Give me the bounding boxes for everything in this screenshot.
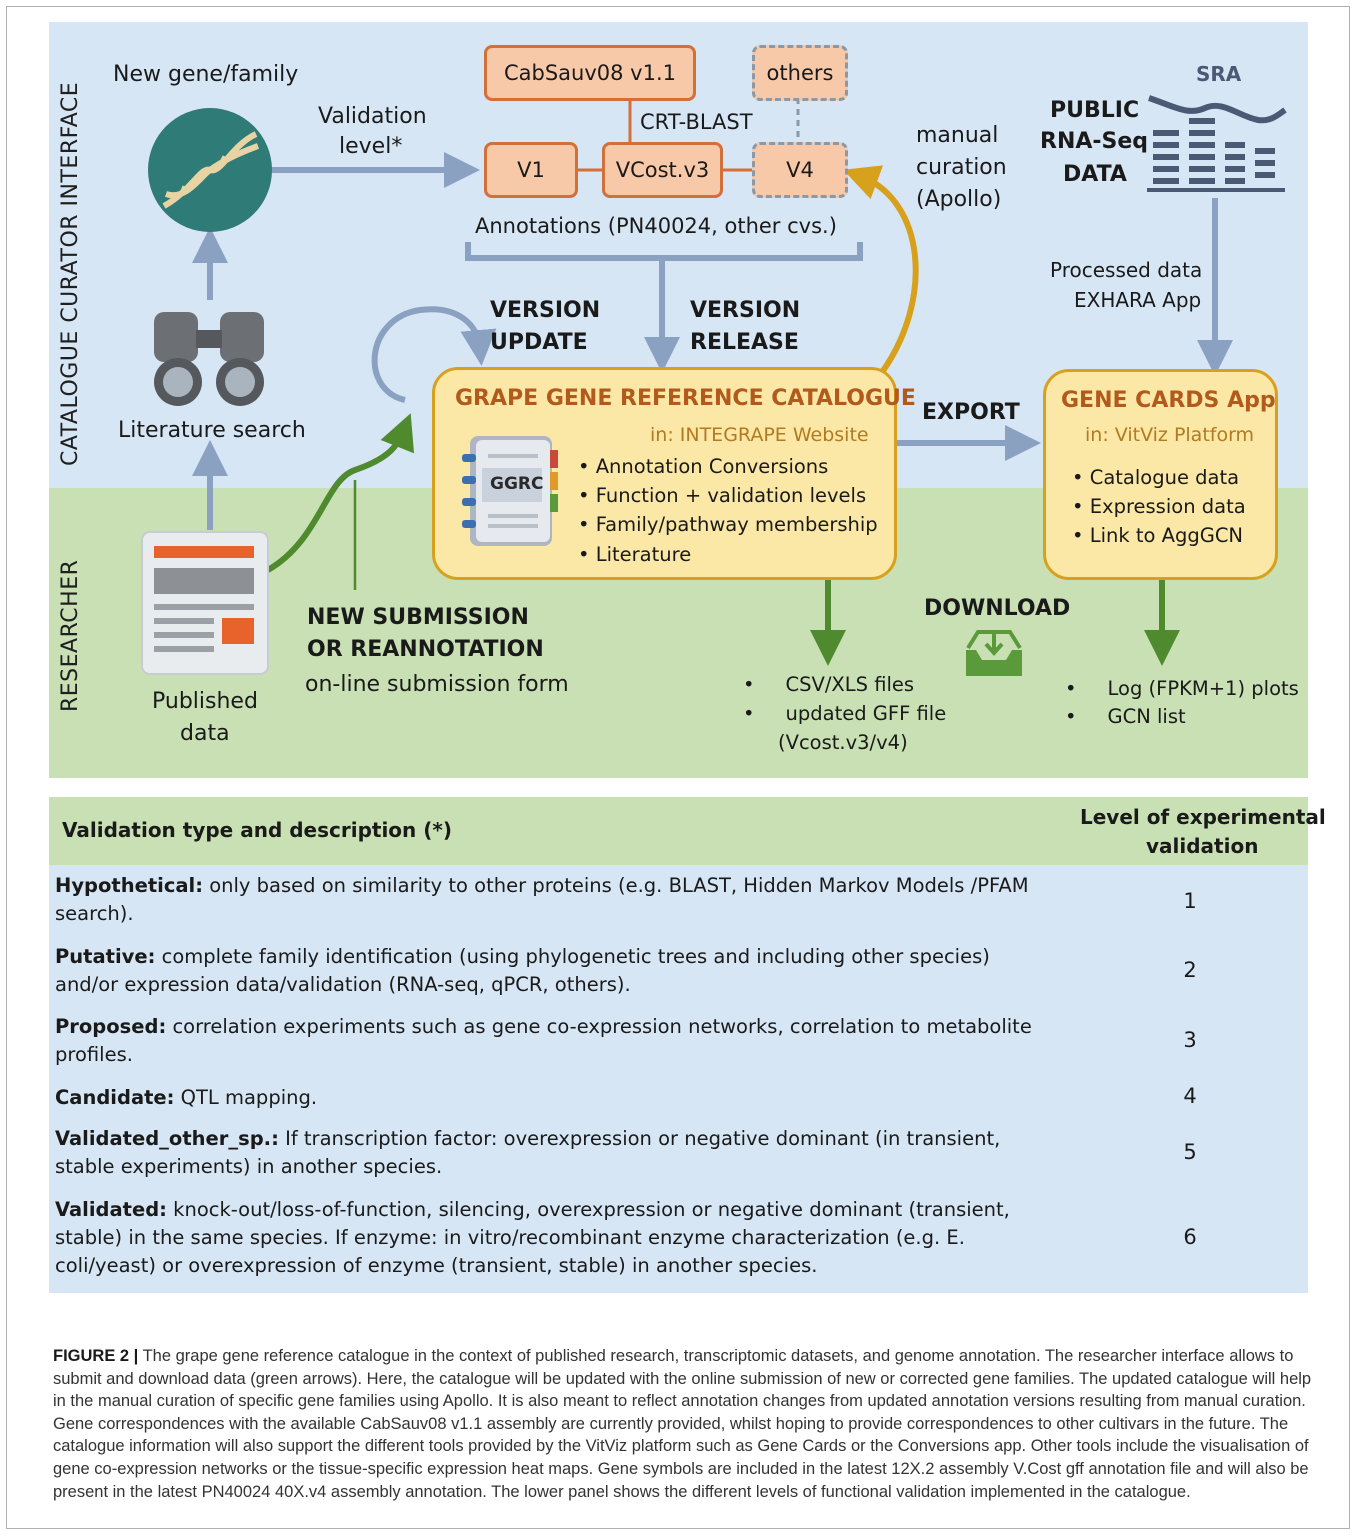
- file-bullet-2: • updated GFF file: [743, 702, 947, 725]
- figure-caption: FIGURE 2 | The grape gene reference cata…: [53, 1347, 1312, 1501]
- file-bullet-3: (Vcost.v3/v4): [778, 731, 908, 754]
- processed-label-1: Processed data: [1050, 258, 1203, 282]
- annotations-label: Annotations (PN40024, other cvs.): [475, 214, 837, 238]
- ggrc-icon-label: GGRC: [490, 474, 544, 494]
- dna-icon: [148, 108, 272, 232]
- validation-level-label-2: level*: [339, 134, 403, 159]
- table-row: Candidate: QTL mapping.: [55, 1086, 318, 1109]
- public-label-3: DATA: [1063, 162, 1127, 187]
- table-row-level: 5: [1183, 1140, 1197, 1164]
- table-row-level: 2: [1183, 958, 1197, 982]
- gene-cards-box: [1043, 369, 1278, 580]
- version-release-label-1: VERSION: [690, 298, 801, 323]
- version-release-label-2: RELEASE: [690, 330, 799, 355]
- arrow-version-update: [371, 306, 497, 403]
- v4-box: V4: [752, 142, 848, 198]
- table-row: Hypothetical: only based on similarity t…: [55, 874, 1029, 925]
- arrow-manual-curation: [843, 165, 919, 377]
- validation-table-body: [49, 865, 1308, 1293]
- sequencing-icon: [1147, 95, 1287, 192]
- version-update-label-2: UPDATE: [490, 330, 588, 355]
- new-gene-label: New gene/family: [113, 62, 299, 87]
- download-label: DOWNLOAD: [924, 596, 1071, 621]
- ggrc-bullet-1: • Annotation Conversions: [578, 455, 829, 478]
- published-label-2: data: [180, 721, 230, 746]
- download-tray-icon: [966, 630, 1022, 676]
- cards-bullet-3: • Link to AggGCN: [1072, 524, 1244, 547]
- binoculars-icon: [154, 312, 264, 406]
- crt-blast-label: CRT-BLAST: [640, 110, 753, 134]
- ggrc-title: GRAPE GENE REFERENCE CATALOGUE: [455, 386, 916, 411]
- cabsauv-box: CabSauv08 v1.1: [484, 45, 696, 101]
- ggrc-bullet-3: • Family/pathway membership: [578, 513, 878, 536]
- table-row-level: 3: [1183, 1028, 1197, 1052]
- v1-box: V1: [484, 142, 578, 198]
- table-row-level: 4: [1183, 1084, 1197, 1108]
- table-row: Putative: complete family identification…: [55, 945, 990, 996]
- sra-label: SRA: [1196, 62, 1242, 86]
- literature-search-label: Literature search: [118, 418, 306, 443]
- file-bullet-1: • CSV/XLS files: [743, 673, 915, 696]
- ggrc-bullet-2: • Function + validation levels: [578, 484, 867, 507]
- table-row: Proposed: correlation experiments such a…: [55, 1015, 1032, 1066]
- arrow-submission: [266, 413, 415, 573]
- table-header-right-1: Level of experimental: [1080, 805, 1326, 829]
- table-row-level: 6: [1183, 1225, 1197, 1249]
- new-submission-label-2: OR REANNOTATION: [307, 637, 544, 662]
- public-label-2: RNA-Seq: [1040, 129, 1149, 154]
- gene-cards-title: GENE CARDS App: [1061, 388, 1276, 413]
- public-label-1: PUBLIC: [1050, 98, 1140, 123]
- version-update-label-1: VERSION: [490, 298, 601, 323]
- gene-cards-subtitle: in: VitViz Platform: [1085, 424, 1255, 446]
- manual-label-1: manual: [916, 123, 999, 148]
- newspaper-icon: [141, 531, 269, 675]
- others-box: others: [752, 45, 848, 101]
- submission-form-label: on-line submission form: [305, 672, 569, 697]
- cards-bullet-1: • Catalogue data: [1072, 466, 1240, 489]
- figure-frame: [6, 6, 1350, 1529]
- table-header-right-2: validation: [1146, 834, 1259, 858]
- table-row: Validated_other_sp.: If transcription fa…: [55, 1127, 1001, 1178]
- validation-table-header: [49, 797, 1308, 865]
- new-submission-label-1: NEW SUBMISSION: [307, 605, 529, 630]
- published-label-1: Published: [152, 689, 258, 714]
- validation-level-label-1: Validation: [318, 104, 427, 129]
- plot-bullet-1: • Log (FPKM+1) plots: [1065, 677, 1299, 700]
- table-row: Validated: knock-out/loss-of-function, s…: [55, 1198, 1010, 1277]
- manual-label-3: (Apollo): [916, 187, 1002, 212]
- ggrc-bullet-4: • Literature: [578, 543, 692, 566]
- processed-label-2: EXHARA App: [1074, 288, 1202, 312]
- cards-bullet-2: • Expression data: [1072, 495, 1246, 518]
- table-row-level: 1: [1183, 889, 1197, 913]
- table-header-left: Validation type and description (*): [62, 818, 452, 842]
- annotations-bracket: [465, 242, 863, 261]
- catalogue-book-icon: [462, 436, 558, 546]
- export-label: EXPORT: [922, 400, 1020, 425]
- ggrc-subtitle: in: INTEGRAPE Website: [650, 424, 869, 446]
- plot-bullet-2: • GCN list: [1065, 705, 1186, 728]
- vcost-box: VCost.v3: [602, 142, 723, 198]
- manual-label-2: curation: [916, 155, 1007, 180]
